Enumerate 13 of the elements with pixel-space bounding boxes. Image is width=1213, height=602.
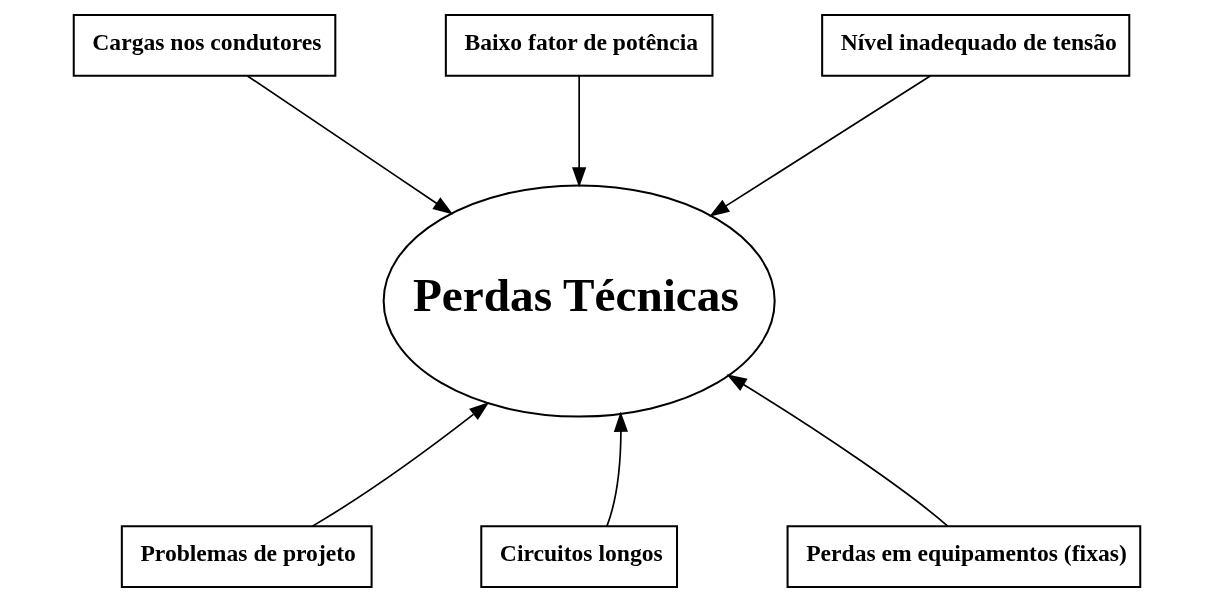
arrow	[708, 75, 931, 217]
node-box: Nível inadequado de tensão	[820, 13, 1130, 77]
arrow	[571, 75, 586, 188]
node-box: Cargas nos condutores	[72, 13, 336, 77]
node-box: Circuitos longos	[479, 525, 678, 589]
arrow	[726, 374, 948, 527]
node-ellipse: Perdas Técnicas	[382, 184, 776, 418]
node-box: Baixo fator de potência	[444, 13, 713, 77]
arrow	[246, 75, 453, 215]
arrow	[605, 411, 628, 527]
node-box: Problemas de projeto	[120, 525, 373, 589]
node-box: Perdas em equipamentos (fixas)	[786, 525, 1141, 589]
arrow	[311, 401, 489, 527]
